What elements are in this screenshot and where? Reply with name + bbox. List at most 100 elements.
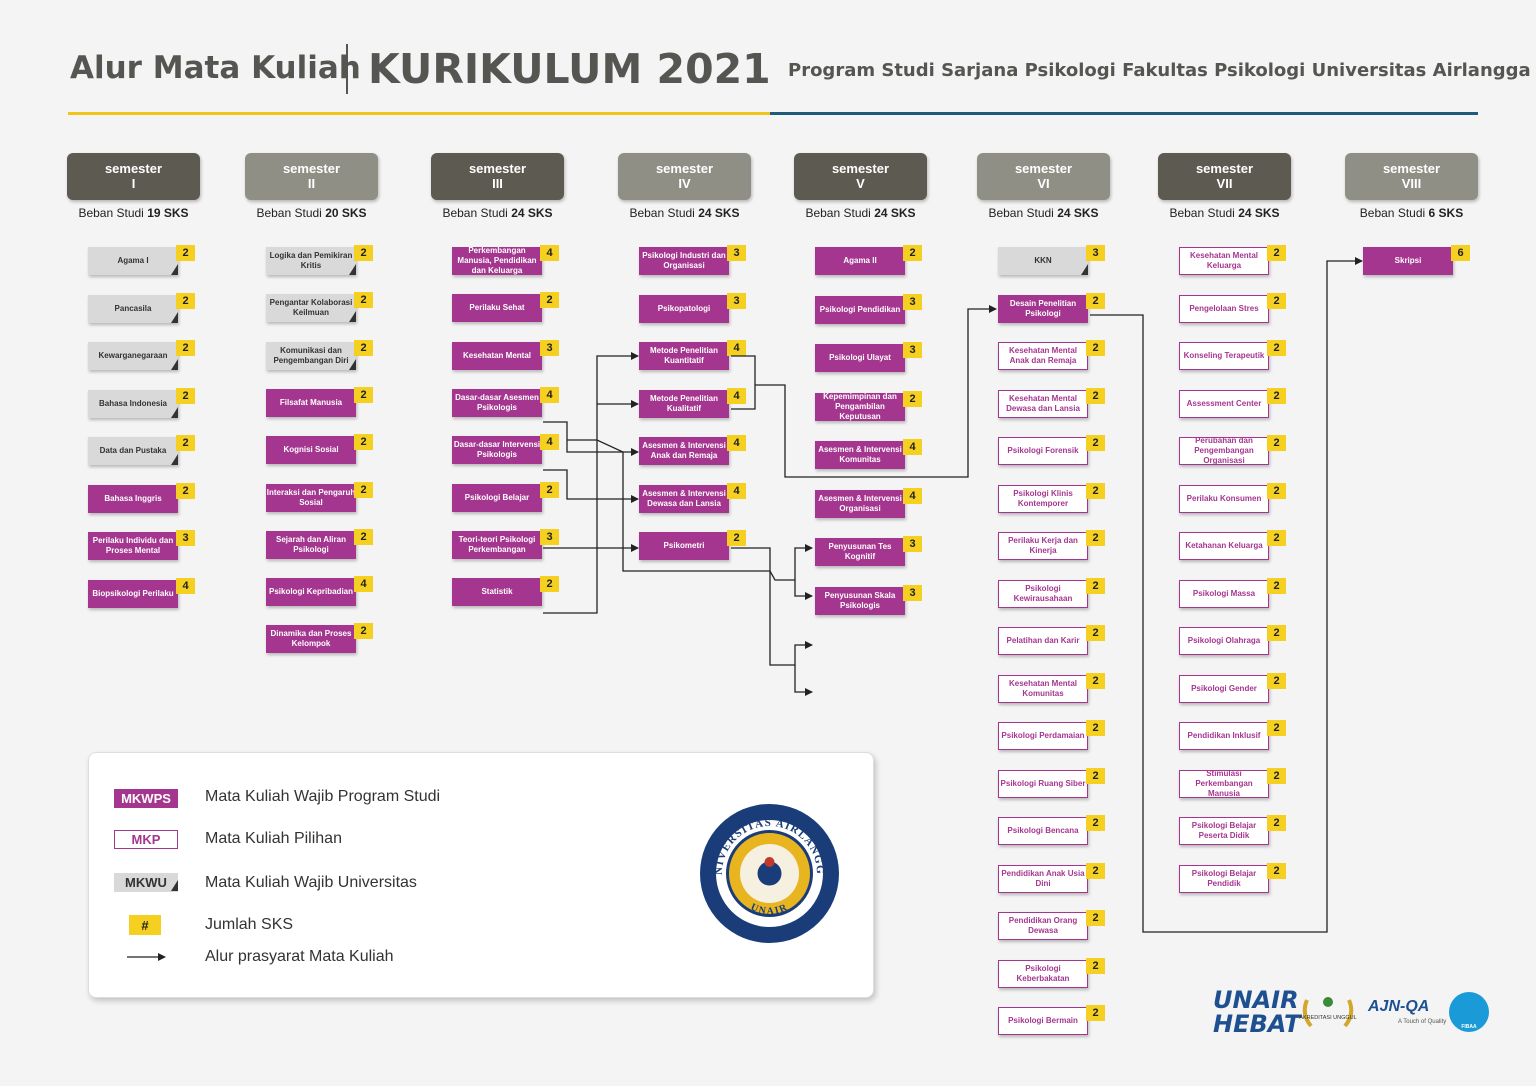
course-box: Asesmen & Intervensi Dewasa dan Lansia xyxy=(639,485,729,513)
course-box: Penyusunan Tes Kognitif xyxy=(815,538,905,566)
legend-arrow-icon xyxy=(127,953,166,961)
semester-number: III xyxy=(492,176,503,191)
sks-badge: 4 xyxy=(727,483,746,499)
legend-mkwu-corner xyxy=(171,880,178,891)
sks-badge: 2 xyxy=(1267,245,1286,261)
study-load-value: 24 SKS xyxy=(1057,206,1099,220)
sks-badge: 2 xyxy=(176,340,195,356)
course-box: Psikologi Bencana xyxy=(998,817,1088,845)
semester-number: I xyxy=(131,176,136,191)
sks-badge: 4 xyxy=(903,488,922,504)
study-load-value: 19 SKS xyxy=(147,206,189,220)
course-box: Psikopatologi xyxy=(639,295,729,323)
svg-text:UNAIR: UNAIR xyxy=(749,902,790,918)
sks-badge: 2 xyxy=(1267,863,1286,879)
sks-badge: 2 xyxy=(354,482,373,498)
course-box: Interaksi dan Pengaruh Sosial xyxy=(266,484,356,512)
legend-sks-key: # xyxy=(129,915,161,935)
sks-badge: 2 xyxy=(354,340,373,356)
course-box: Dasar-dasar Intervensi Psikologis xyxy=(452,436,542,464)
legend-panel: MKWPS Mata Kuliah Wajib Program Studi MK… xyxy=(88,752,874,998)
sks-badge: 3 xyxy=(903,536,922,552)
sks-badge: 2 xyxy=(1086,625,1105,641)
sks-badge: 3 xyxy=(903,342,922,358)
course-box: Asesmen & Intervensi Komunitas xyxy=(815,441,905,469)
study-load-2: Beban Studi 20 SKS xyxy=(245,206,378,220)
course-box: Penyusunan Skala Psikologis xyxy=(815,587,905,615)
arrow-dasar-to-organisasi xyxy=(794,580,813,600)
sks-badge: 2 xyxy=(1267,530,1286,546)
semester-label: semester xyxy=(282,161,341,176)
legend-mkp-text: Mata Kuliah Pilihan xyxy=(205,830,342,847)
sks-badge: 2 xyxy=(354,292,373,308)
sks-badge: 2 xyxy=(1086,578,1105,594)
sks-badge: 3 xyxy=(727,245,746,261)
sks-badge: 2 xyxy=(727,530,746,546)
course-box: Ketahanan Keluarga xyxy=(1179,532,1269,560)
study-load-label: Beban Studi xyxy=(1169,206,1235,220)
course-box: Statistik xyxy=(452,578,542,606)
sks-badge: 2 xyxy=(354,387,373,403)
sks-badge: 2 xyxy=(1267,673,1286,689)
sks-badge: 2 xyxy=(1267,768,1286,784)
course-box: Psikologi Belajar xyxy=(452,484,542,512)
study-load-value: 24 SKS xyxy=(874,206,916,220)
legend-arrow-text: Alur prasyarat Mata Kuliah xyxy=(205,948,394,965)
course-box: Psikologi Olahraga xyxy=(1179,627,1269,655)
study-load-4: Beban Studi 24 SKS xyxy=(618,206,751,220)
sks-badge: 2 xyxy=(1267,340,1286,356)
sks-badge: 2 xyxy=(1086,530,1105,546)
study-load-8: Beban Studi 6 SKS xyxy=(1345,206,1478,220)
arrow-psikometri-to-skala xyxy=(794,665,813,696)
semester-label: semester xyxy=(831,161,890,176)
seal-lettering: UNIVERSITAS AIRLANGGA UNAIR xyxy=(700,804,825,918)
sks-badge: 2 xyxy=(1086,1005,1105,1021)
sks-badge: 4 xyxy=(540,434,559,450)
study-load-6: Beban Studi 24 SKS xyxy=(977,206,1110,220)
course-box: Psikologi Kewirausahaan xyxy=(998,580,1088,608)
mkwu-corner-mark xyxy=(171,312,178,323)
akreditasi-unggul-logo: AKREDITASI UNGGUL xyxy=(1299,997,1357,1028)
course-box: Psikologi Belajar Pendidik xyxy=(1179,865,1269,893)
study-load-label: Beban Studi xyxy=(442,206,508,220)
study-load-label: Beban Studi xyxy=(1359,206,1426,220)
course-box: Pelatihan dan Karir xyxy=(998,627,1088,655)
sks-badge: 2 xyxy=(1086,340,1105,356)
course-box: Psikologi Bermain xyxy=(998,1007,1088,1035)
course-box: Kepemimpinan dan Pengambilan Keputusan xyxy=(815,392,905,421)
course-box: Psikologi Klinis Kontemporer xyxy=(998,485,1088,513)
fibaa-logo: FIBAA xyxy=(1449,992,1489,1032)
sks-badge: 2 xyxy=(1267,293,1286,309)
course-box: Kesehatan Mental Dewasa dan Lansia xyxy=(998,390,1088,418)
sks-badge: 2 xyxy=(176,245,195,261)
course-box: Kewarganegaraan xyxy=(88,342,178,370)
page-title: Alur Mata Kuliah xyxy=(70,50,361,86)
semester-label: semester xyxy=(1014,161,1073,176)
course-box: Psikologi Massa xyxy=(1179,580,1269,608)
course-box: Sejarah dan Aliran Psikologi xyxy=(266,531,356,559)
legend-mkwps-text: Mata Kuliah Wajib Program Studi xyxy=(205,788,441,805)
course-box: Metode Penelitian Kualitatif xyxy=(639,390,729,418)
semester-number: VI xyxy=(1037,176,1050,191)
course-box: Asesmen & Intervensi Organisasi xyxy=(815,490,905,518)
course-box: Perilaku Konsumen xyxy=(1179,485,1269,513)
course-box: Asesmen & Intervensi Anak dan Remaja xyxy=(639,437,729,465)
sks-badge: 2 xyxy=(1267,578,1286,594)
sks-badge: 3 xyxy=(1086,245,1105,261)
study-load-3: Beban Studi 24 SKS xyxy=(431,206,564,220)
course-box: Kesehatan Mental Keluarga xyxy=(1179,247,1269,275)
study-load-label: Beban Studi xyxy=(805,206,871,220)
title-divider xyxy=(346,44,348,94)
mkwu-corner-mark xyxy=(349,311,356,322)
sks-badge: 2 xyxy=(1086,815,1105,831)
sks-badge: 6 xyxy=(1451,245,1470,261)
sks-badge: 3 xyxy=(540,529,559,545)
mkwu-corner-mark xyxy=(171,359,178,370)
course-box: Biopsikologi Perilaku xyxy=(88,580,178,608)
semester-number: IV xyxy=(678,176,691,191)
mkwu-corner-mark xyxy=(349,264,356,275)
course-box: Teori-teori Psikologi Perkembangan xyxy=(452,531,542,559)
